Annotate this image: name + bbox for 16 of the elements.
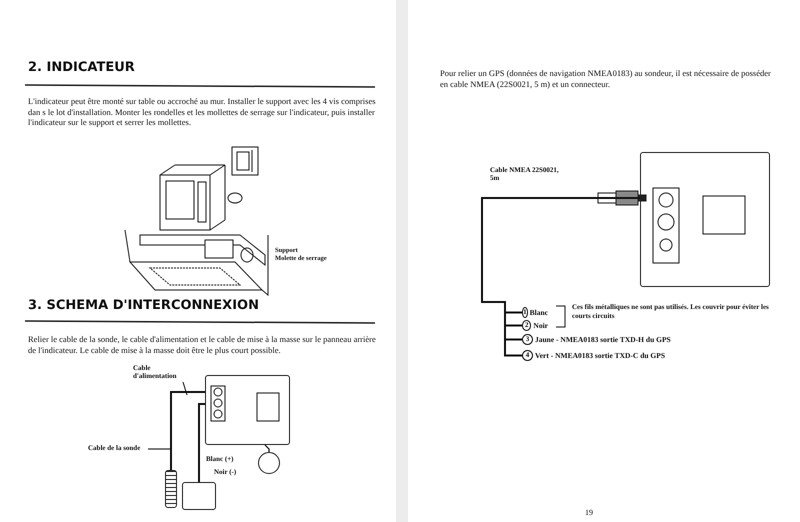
page-number: 19	[585, 508, 594, 518]
leader-line	[182, 382, 188, 396]
ground-terminal	[258, 452, 280, 474]
paragraph: Pour relier un GPS (données de navigation NMEA0183) au sondeur, il est nécessaire de posséder en cable NMEA (22S0021, 5 m) et un connecteur.	[440, 68, 772, 90]
cable-line	[264, 444, 270, 452]
leader-line	[148, 448, 170, 450]
section-heading: 3. SCHEMA D'INTERCONNEXION	[28, 298, 260, 314]
transducer-plug	[165, 470, 177, 508]
paragraph: L'indicateur peut être monté sur table ou accroché au mur. Installer le support avec les 4 vis comprises dan s le lot d'installation. Monter les rondelles et les mollettes de serrage sur l'indicateur, puis installer l'indicateur sur le support et serrer les mollettes.	[28, 96, 377, 128]
gps-rear-panel	[640, 152, 770, 287]
cable-line	[198, 403, 205, 482]
section-heading: 2. INDICATEUR	[28, 60, 136, 76]
cable-line	[170, 391, 205, 470]
indicator-rear-panel	[205, 375, 290, 445]
battery	[182, 482, 216, 510]
paragraph: Relier le cable de la sonde, le cable d'alimentation et le cable de mise à la masse sur le panneau arrière de l'indicateur. Le cable de mise à la masse doit être le plus court possible.	[28, 334, 377, 356]
